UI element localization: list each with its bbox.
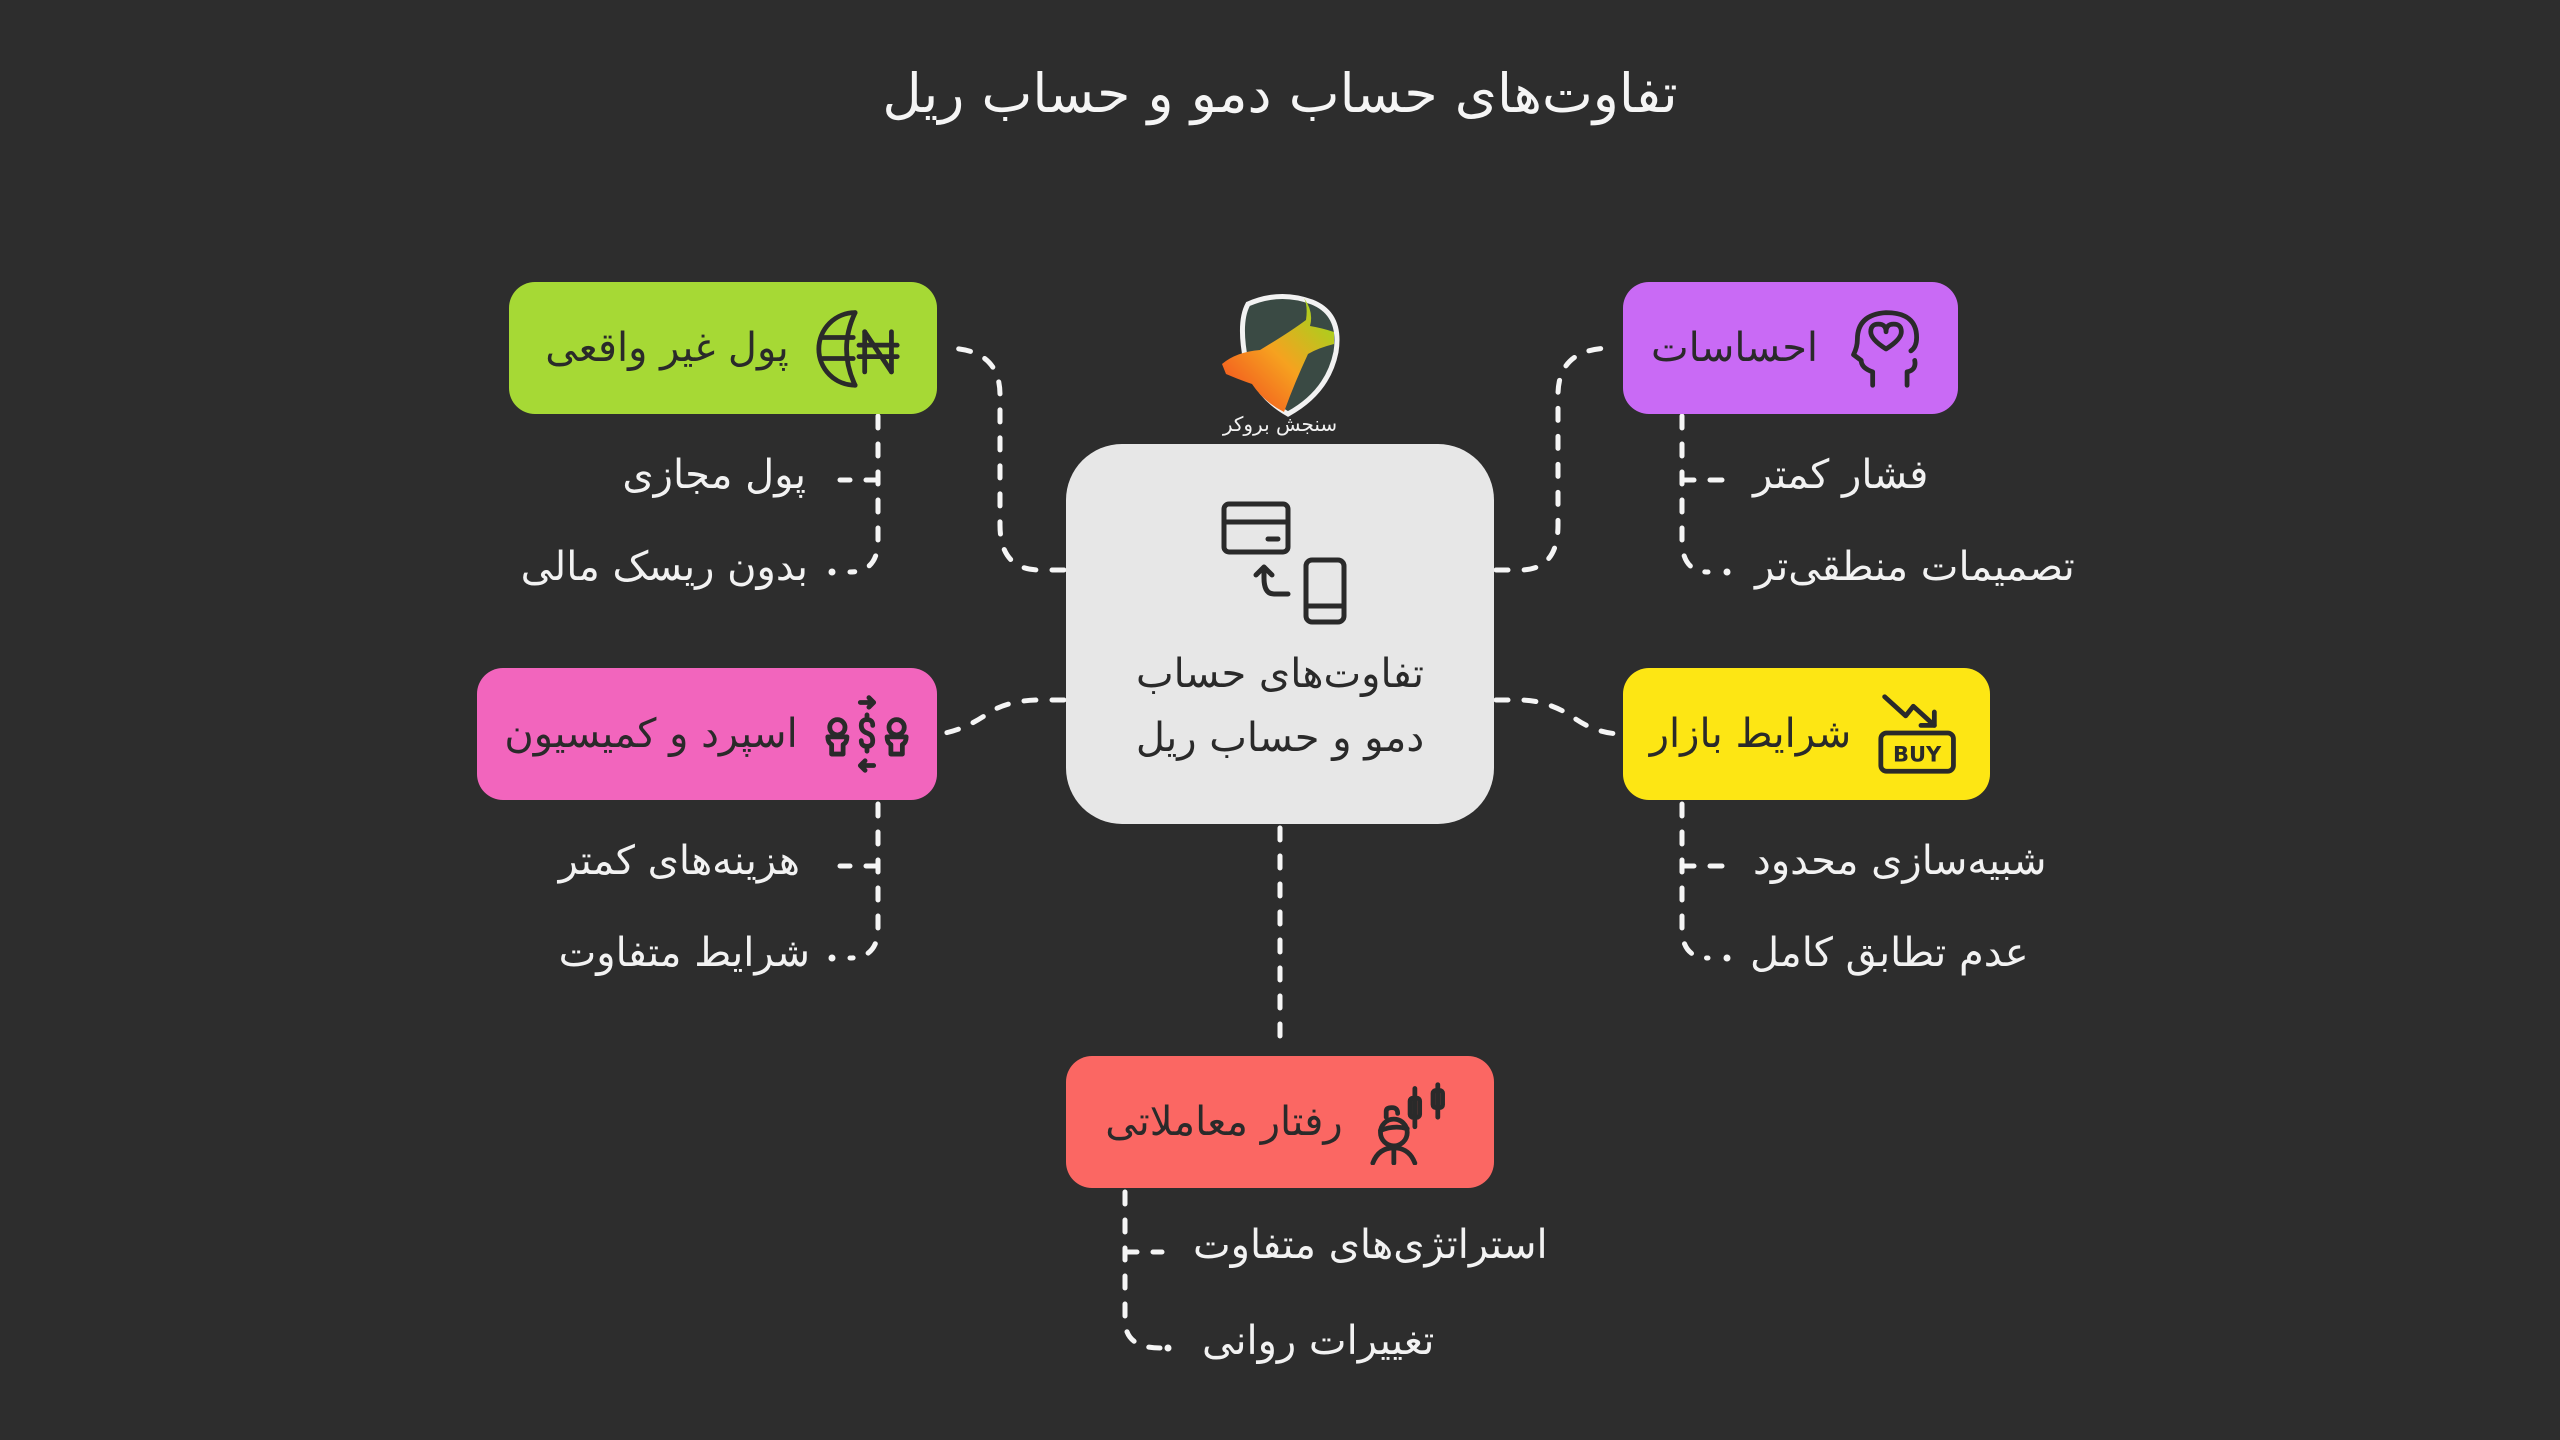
sub-item-less-pressure: فشار کمتر bbox=[1753, 452, 1929, 498]
node-market-conditions[interactable]: BUY شرایط بازار bbox=[1623, 668, 1990, 800]
logo-label: سنجش بروکر bbox=[1222, 412, 1338, 436]
sub-item-incomplete-match: عدم تطابق کامل bbox=[1750, 930, 2029, 976]
node-label: احساسات bbox=[1650, 325, 1819, 371]
center-label: تفاوت‌های حساب دمو و حساب ریل bbox=[1120, 642, 1440, 770]
sub-item-different-conditions: شرایط متفاوت bbox=[558, 930, 810, 976]
sub-item-psychological-changes: تغییرات روانی bbox=[1202, 1318, 1435, 1364]
globe-naira-icon bbox=[816, 310, 900, 388]
node-unreal-money[interactable]: پول غیر واقعی bbox=[509, 282, 937, 414]
sub-item-limited-simulation: شبیه‌سازی محدود bbox=[1753, 838, 2047, 884]
buy-text: BUY bbox=[1893, 742, 1942, 767]
center-node[interactable]: تفاوت‌های حساب دمو و حساب ریل bbox=[1066, 444, 1494, 824]
sub-item-no-financial-risk: بدون ریسک مالی bbox=[520, 544, 808, 590]
node-spread-commission[interactable]: اسپرد و کمیسیون bbox=[477, 668, 937, 800]
sub-item-lower-costs: هزینه‌های کمتر bbox=[558, 838, 800, 884]
node-label: شرایط بازار bbox=[1649, 711, 1852, 757]
bull-bear-shield-icon bbox=[1222, 293, 1340, 417]
center-label-line-2: دمو و حساب ریل bbox=[1135, 715, 1425, 761]
sub-item-more-rational-decisions: تصمیمات منطقی‌تر bbox=[1755, 544, 2075, 590]
trader-candlestick-icon bbox=[1370, 1082, 1445, 1165]
card-phone-transfer-icon bbox=[1221, 501, 1347, 625]
page-title: تفاوت‌های حساب دمو و حساب ریل bbox=[882, 62, 1678, 125]
head-heart-icon bbox=[1851, 310, 1920, 388]
sub-item-different-strategies: استراتژی‌های متفاوت bbox=[1193, 1222, 1548, 1268]
brand-logo: سنجش بروکر bbox=[1210, 292, 1350, 440]
center-label-line-1: تفاوت‌های حساب bbox=[1135, 651, 1425, 697]
node-label: پول غیر واقعی bbox=[545, 325, 789, 371]
node-emotions[interactable]: احساسات bbox=[1623, 282, 1958, 414]
node-label: رفتار معاملاتی bbox=[1105, 1099, 1343, 1145]
node-label: اسپرد و کمیسیون bbox=[504, 711, 798, 757]
node-trading-behavior[interactable]: رفتار معاملاتی bbox=[1066, 1056, 1494, 1188]
buy-sign-down-trend-icon: BUY bbox=[1878, 694, 1957, 774]
people-money-exchange-icon bbox=[825, 695, 909, 773]
sub-item-virtual-money: پول مجازی bbox=[622, 452, 806, 498]
